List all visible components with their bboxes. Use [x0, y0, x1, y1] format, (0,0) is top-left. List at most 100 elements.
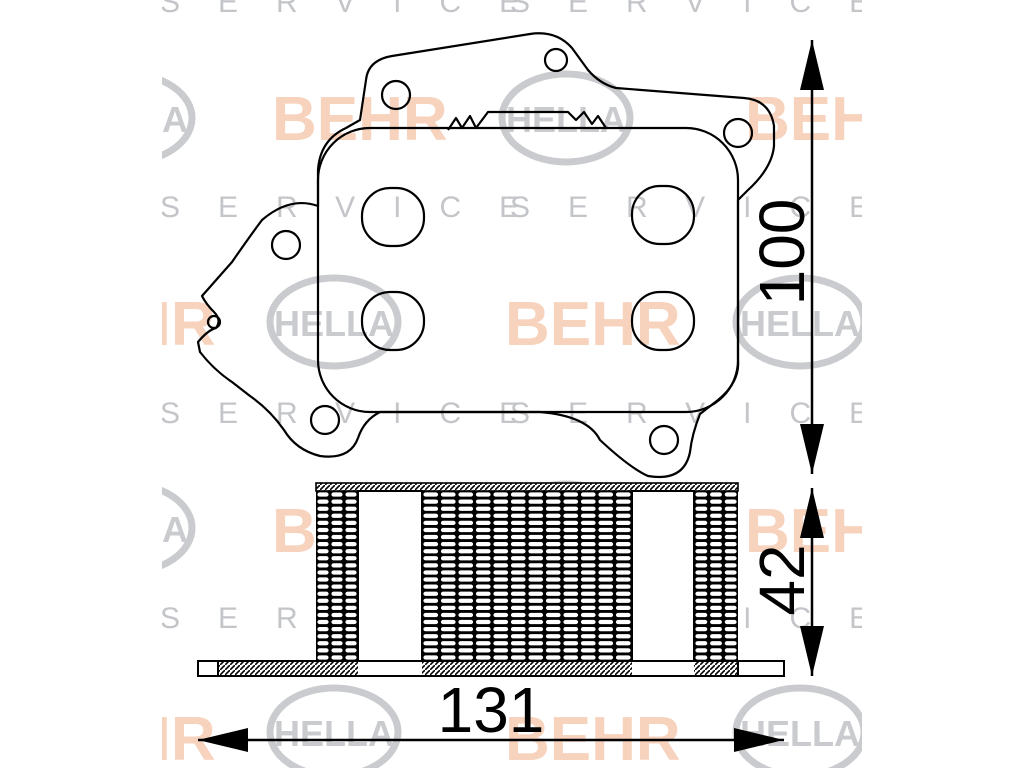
fin-cell	[563, 612, 579, 618]
fin-cell	[440, 513, 456, 518]
fin-cell	[598, 527, 614, 533]
fin-stack-middle	[422, 491, 632, 661]
fin-cell	[598, 499, 614, 504]
watermark-behr-logo: BEHR	[40, 290, 216, 359]
fin-cell	[695, 520, 708, 526]
fin-cell	[475, 541, 491, 547]
fin-cell	[528, 534, 544, 540]
fin-cell	[331, 520, 343, 526]
fin-cell	[615, 570, 631, 575]
fin-cell	[528, 513, 544, 518]
fin-cell	[331, 492, 343, 497]
fin-cell	[580, 641, 596, 646]
fin-cell	[510, 648, 526, 653]
fin-cell	[493, 605, 509, 611]
fin-cell	[510, 619, 526, 625]
fin-cell	[528, 626, 544, 632]
svg-text:HELLA: HELLA	[740, 713, 860, 754]
fin-stack-right	[694, 491, 738, 661]
fin-cell	[510, 520, 526, 526]
fin-cell	[724, 549, 737, 554]
fin-cell	[545, 527, 561, 533]
fin-cell	[528, 591, 544, 596]
fin-cell	[615, 563, 631, 568]
fin-cell	[331, 648, 343, 653]
watermark-hella-logo: HELLA	[732, 274, 862, 370]
fin-cell	[493, 563, 509, 568]
fin-cell	[695, 612, 708, 618]
fin-cell	[331, 513, 343, 518]
fin-cell	[528, 527, 544, 533]
fin-cell	[345, 513, 357, 518]
fin-cell	[598, 534, 614, 540]
fin-cell	[345, 612, 357, 618]
svg-text:HELLA: HELLA	[506, 99, 626, 140]
fin-cell	[710, 591, 722, 596]
fin-cell	[423, 527, 439, 533]
fin-cell	[580, 520, 596, 526]
mounting-hole	[543, 47, 569, 73]
fin-cell	[510, 527, 526, 533]
fin-cell	[580, 626, 596, 632]
fin-cell	[493, 513, 509, 518]
fin-cell	[615, 641, 631, 646]
fin-cell	[545, 534, 561, 540]
fin-cell	[317, 506, 329, 511]
fin-cell	[317, 492, 329, 497]
fin-cell	[440, 591, 456, 596]
fin-cell	[545, 584, 561, 589]
fin-cell	[317, 626, 329, 632]
fin-cell	[475, 648, 491, 653]
channel-left	[357, 490, 423, 662]
fin-cell	[458, 556, 474, 561]
fin-cell	[510, 492, 526, 497]
fin-cell	[423, 634, 439, 639]
fin-cell	[563, 506, 579, 511]
fin-cell	[458, 570, 474, 575]
fin-cell	[423, 577, 439, 582]
fin-cell	[615, 591, 631, 596]
fin-cell	[580, 563, 596, 568]
fin-cell	[475, 584, 491, 589]
fin-cell	[695, 634, 708, 639]
fin-cell	[317, 577, 329, 582]
fin-cell	[458, 520, 474, 526]
fin-cell	[423, 648, 439, 653]
watermark-hella-logo: HELLA	[266, 274, 402, 370]
fin-cell	[331, 563, 343, 568]
fin-cell	[440, 549, 456, 554]
fin-cell	[440, 506, 456, 511]
fin-cell	[695, 605, 708, 611]
fin-cell	[563, 570, 579, 575]
fin-cell	[580, 619, 596, 625]
fin-cell	[345, 499, 357, 504]
fin-cell	[345, 605, 357, 611]
fin-cell	[475, 534, 491, 540]
fin-cell	[710, 527, 722, 533]
fin-cell	[345, 655, 357, 660]
fin-cell	[598, 584, 614, 589]
fin-cell	[724, 513, 737, 518]
port-opening	[630, 184, 696, 246]
svg-text:HELLA: HELLA	[274, 303, 394, 344]
fin-cell	[695, 591, 708, 596]
fin-cell	[475, 492, 491, 497]
fin-cell	[493, 591, 509, 596]
fin-cell	[440, 641, 456, 646]
fin-cell	[598, 598, 614, 603]
fin-cell	[440, 499, 456, 504]
fin-cell	[510, 584, 526, 589]
fin-cell	[440, 492, 456, 497]
fin-cell	[598, 626, 614, 632]
fin-cell	[724, 641, 737, 646]
fin-cell	[475, 591, 491, 596]
fin-cell	[710, 634, 722, 639]
fin-cell	[545, 612, 561, 618]
fin-cell	[615, 655, 631, 660]
fin-cell	[510, 563, 526, 568]
fin-cell	[458, 577, 474, 582]
watermark-hella-logo: HELLA	[162, 486, 196, 570]
fin-cell	[724, 591, 737, 596]
fin-cell	[423, 549, 439, 554]
fin-cell	[423, 563, 439, 568]
